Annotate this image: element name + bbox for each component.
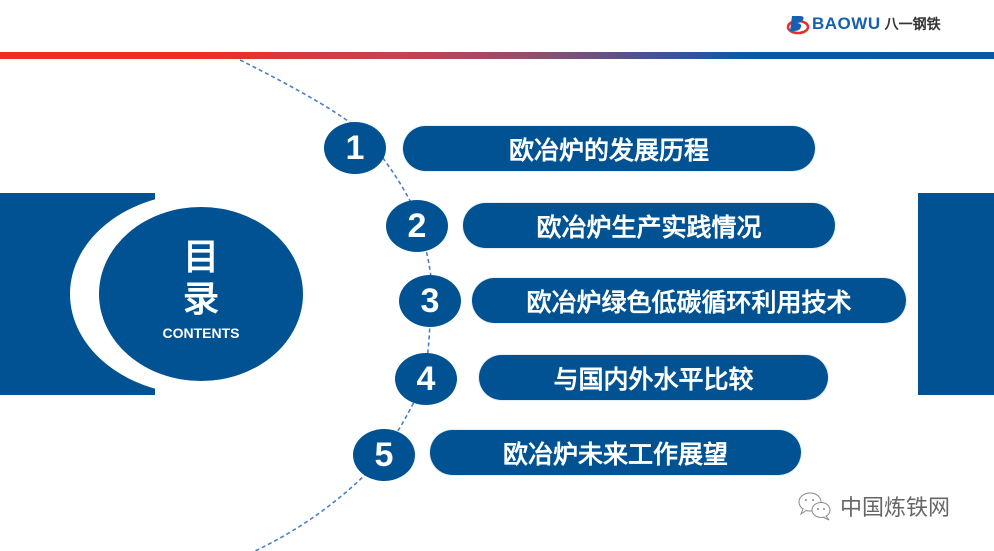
item-1-number-badge: 1 bbox=[324, 122, 386, 174]
item-2-number: 2 bbox=[407, 206, 427, 245]
item-2-label: 欧冶炉生产实践情况 bbox=[536, 212, 762, 242]
item-3-pill[interactable]: 欧冶炉绿色低碳循环利用技术 bbox=[472, 278, 906, 323]
item-5-label: 欧冶炉未来工作展望 bbox=[502, 439, 728, 469]
header-gradient-bar bbox=[0, 52, 994, 59]
item-1-number: 1 bbox=[345, 128, 365, 167]
item-3-label: 欧冶炉绿色低碳循环利用技术 bbox=[526, 287, 852, 317]
item-4-pill[interactable]: 与国内外水平比较 bbox=[479, 355, 828, 400]
watermark: 中国炼铁网 bbox=[796, 490, 950, 522]
item-5-number: 5 bbox=[374, 435, 394, 474]
right-decor-block bbox=[918, 193, 994, 395]
watermark-text: 中国炼铁网 bbox=[840, 496, 951, 521]
item-2-number-badge: 2 bbox=[386, 200, 448, 252]
item-2-pill[interactable]: 欧冶炉生产实践情况 bbox=[463, 203, 835, 248]
item-3-number-badge: 3 bbox=[399, 275, 461, 327]
company-logo: BAOWU 八一钢铁 bbox=[786, 10, 941, 38]
logo-brand-text: BAOWU bbox=[812, 14, 881, 33]
title-cn-line2: 录 bbox=[182, 279, 219, 320]
item-5-number-badge: 5 bbox=[353, 429, 415, 481]
title-en: CONTENTS bbox=[162, 325, 240, 341]
contents-title-badge: 目 录 CONTENTS bbox=[99, 207, 303, 381]
baowu-logo-icon bbox=[786, 16, 810, 35]
item-4-number-badge: 4 bbox=[395, 353, 457, 405]
item-1-pill[interactable]: 欧冶炉的发展历程 bbox=[403, 126, 815, 171]
item-3-number: 3 bbox=[420, 281, 440, 320]
title-cn-line1: 目 bbox=[182, 237, 219, 278]
logo-chinese-text: 八一钢铁 bbox=[884, 17, 941, 33]
item-5-pill[interactable]: 欧冶炉未来工作展望 bbox=[430, 430, 801, 475]
item-1-label: 欧冶炉的发展历程 bbox=[508, 135, 709, 165]
item-4-label: 与国内外水平比较 bbox=[553, 364, 754, 394]
item-4-number: 4 bbox=[416, 359, 436, 398]
wechat-icon bbox=[798, 492, 831, 521]
